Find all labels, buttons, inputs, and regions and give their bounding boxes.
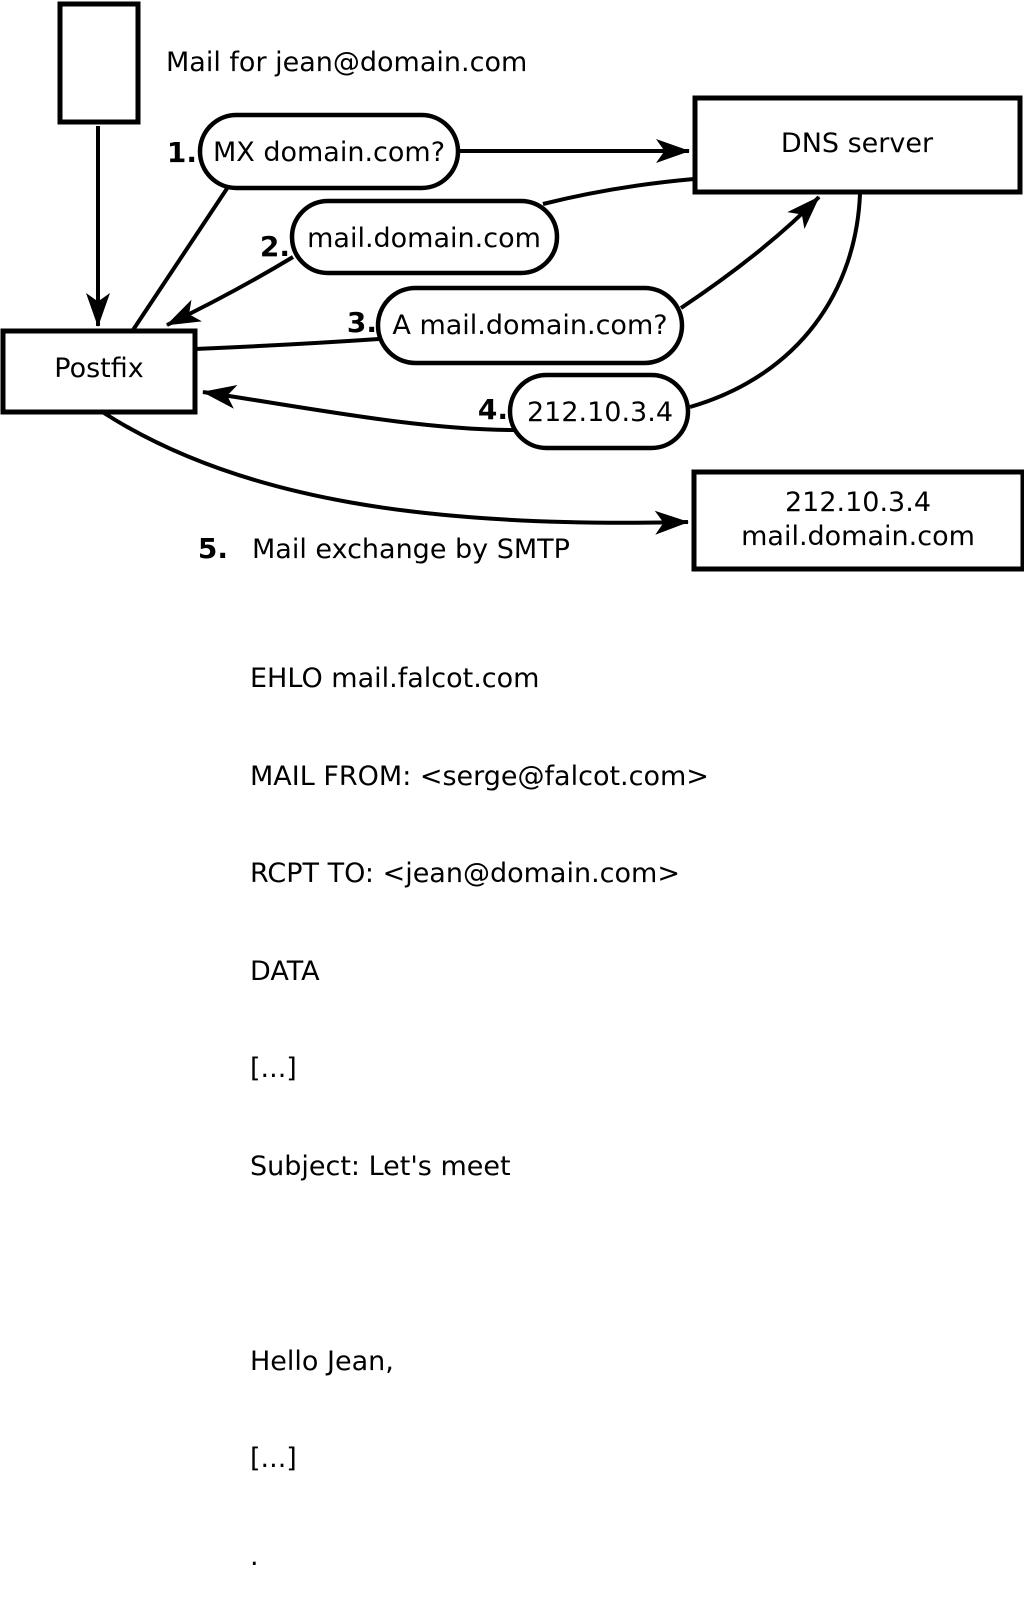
step-1-number: 1. <box>167 136 197 169</box>
smtp-line-ellipsis-1: [...] <box>250 1053 297 1084</box>
mail-server-ip-label: 212.10.3.4 <box>785 487 931 518</box>
arrow-query3-to-dns <box>679 195 821 310</box>
smtp-session-transcript: EHLO mail.falcot.com MAIL FROM: <serge@f… <box>250 598 709 1606</box>
step-5-number: 5. <box>198 532 228 565</box>
smtp-line-end-dot: . <box>250 1540 259 1572</box>
answer-a-pill <box>507 372 691 451</box>
diagram-title: Mail for jean@domain.com <box>166 47 527 78</box>
mail-message-box <box>57 1 141 125</box>
step-2-label: mail.domain.com <box>307 223 541 254</box>
line-dns-to-answer2 <box>542 177 695 206</box>
dns-server-label: DNS server <box>781 128 934 159</box>
mail-routing-diagram: Mail for jean@domain.com Postfix DNS ser… <box>0 1 1024 572</box>
arrow-answer2-to-postfix <box>166 255 295 327</box>
step-5-label: Mail exchange by SMTP <box>252 534 570 565</box>
smtp-line-data: DATA <box>250 955 320 987</box>
step-2-number: 2. <box>260 230 290 263</box>
step-3-number: 3. <box>347 306 377 339</box>
line-dns-to-answer4 <box>689 193 862 409</box>
smtp-line-subject: Subject: Let's meet <box>250 1150 511 1182</box>
smtp-line-rcpt-to: RCPT TO: <jean@domain.com> <box>250 858 680 889</box>
dns-server-box <box>692 95 1023 195</box>
line-postfix-to-query3 <box>194 337 380 351</box>
arrow-answer4-to-postfix <box>202 385 516 432</box>
step-3-label: A mail.domain.com? <box>392 310 667 341</box>
mail-server-host-label: mail.domain.com <box>741 521 975 552</box>
smtp-line-mail-from: MAIL FROM: <serge@falcot.com> <box>250 760 709 792</box>
query-a-pill <box>375 285 685 366</box>
step-4-label: 212.10.3.4 <box>527 397 673 428</box>
smtp-line-hello: Hello Jean, <box>250 1345 394 1377</box>
line-postfix-to-query1 <box>131 185 230 332</box>
smtp-line-ehlo: EHLO mail.falcot.com <box>250 663 540 694</box>
postfix-label: Postfix <box>54 353 143 384</box>
step-1-label: MX domain.com? <box>213 137 445 168</box>
query-mx-pill <box>197 112 461 191</box>
arrow-postfix-to-mail-server <box>102 411 689 535</box>
smtp-line-blank <box>250 1248 709 1281</box>
mail-server-box <box>691 469 1024 572</box>
smtp-line-ellipsis-2: [...] <box>250 1443 297 1474</box>
step-4-number: 4. <box>478 393 508 426</box>
postfix-box <box>0 328 198 415</box>
answer-mx-pill <box>289 198 560 276</box>
